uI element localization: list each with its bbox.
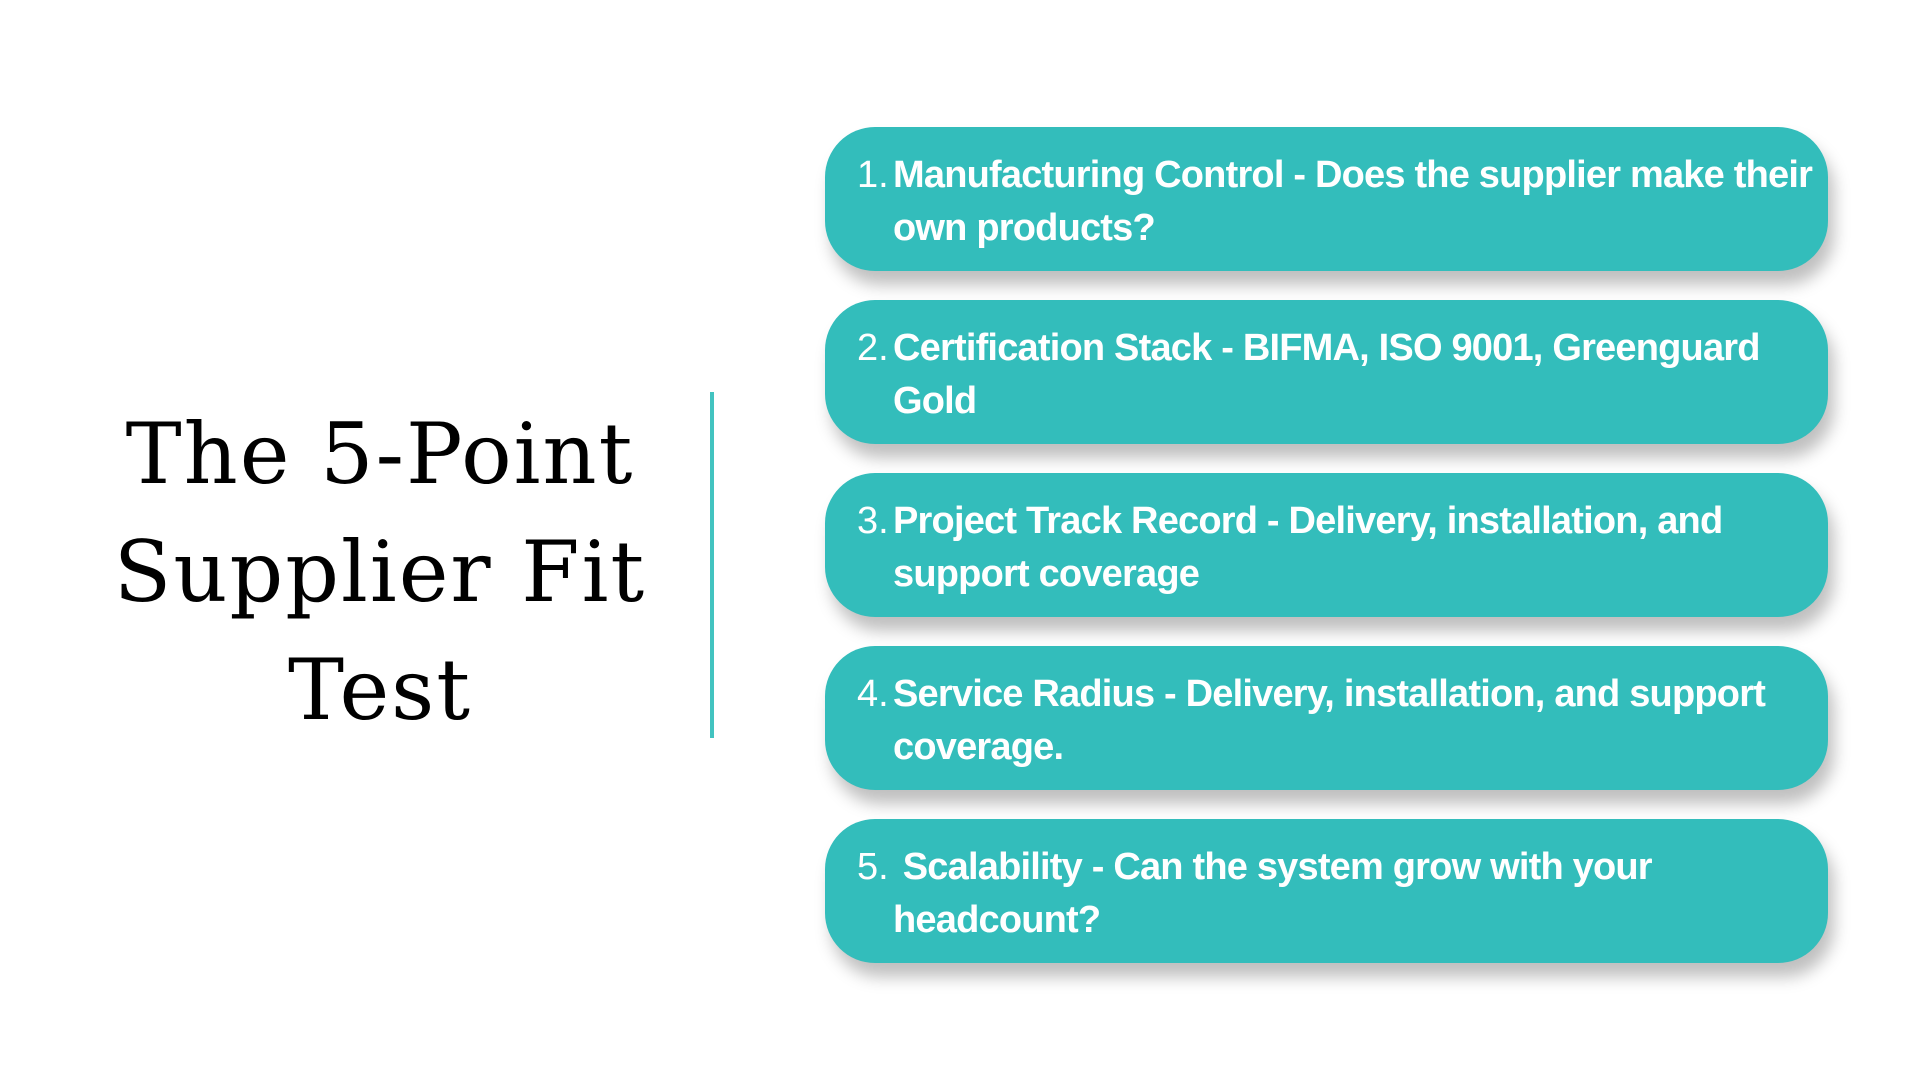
item-text: Project Track Record - Delivery, install… [893,500,1723,595]
list-item-project-track-record: 3. Project Track Record - Delivery, inst… [825,473,1828,617]
item-number: 3. [857,500,889,542]
list-item-manufacturing-control: 1. Manufacturing Control - Does the supp… [825,127,1828,271]
item-number: 1. [857,154,889,196]
list-item-certification-stack: 2. Certification Stack - BIFMA, ISO 9001… [825,300,1828,444]
vertical-divider [710,392,714,738]
title-line-2: Supplier Fit [113,523,647,621]
list-item-scalability: 5. Scalability - Can the system grow wit… [825,819,1828,963]
item-number: 2. [857,327,889,369]
item-text: Scalability - Can the system grow with y… [893,846,1662,941]
list-item-service-radius: 4. Service Radius - Delivery, installati… [825,646,1828,790]
title-line-3: Test [287,641,473,739]
item-text: Certification Stack - BIFMA, ISO 9001, G… [893,327,1761,422]
item-text: Manufacturing Control - Does the supplie… [893,154,1813,249]
slide-title: The 5-Point Supplier Fit Test [90,395,670,749]
item-number: 5. [857,846,889,888]
item-number: 4. [857,673,889,715]
title-line-1: The 5-Point [125,405,635,503]
item-text: Service Radius - Delivery, installation,… [893,673,1766,768]
